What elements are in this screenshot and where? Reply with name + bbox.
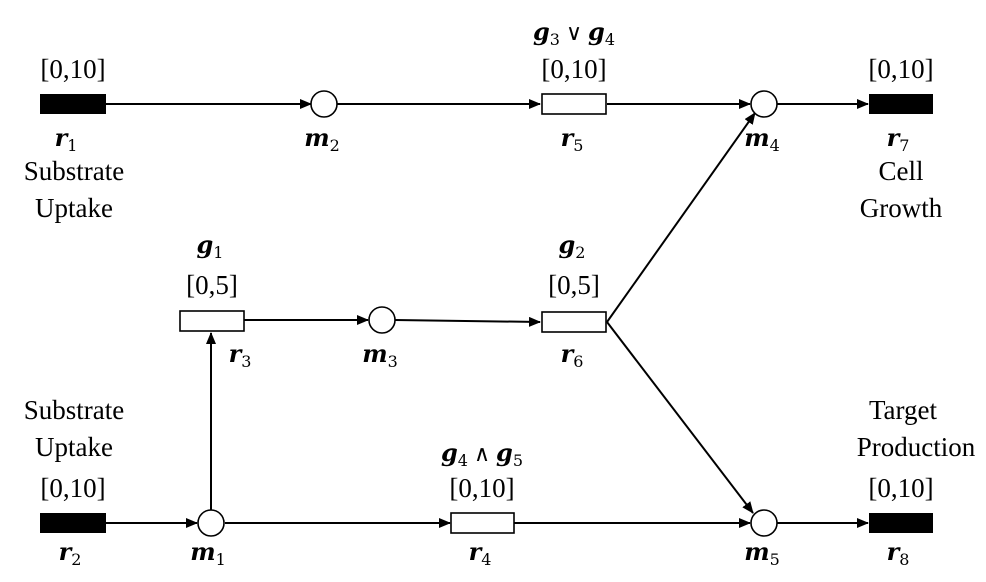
m2-label: m2	[304, 123, 340, 155]
r6-bound: [0,5]	[548, 270, 600, 300]
reaction-r7-node	[869, 94, 933, 114]
reaction-r6-node	[541, 311, 607, 333]
edge-r6-m4	[606, 112, 756, 323]
r4-bound: [0,10]	[449, 473, 514, 503]
r8-name-line-1: Target	[869, 395, 938, 425]
reaction-r2-node	[40, 513, 106, 533]
r5-gene-rule: g3∨g4	[533, 17, 615, 49]
metabolite-m1-node	[197, 509, 225, 537]
r1-name-line-2: Uptake	[35, 193, 113, 223]
metabolite-m4-node	[750, 90, 778, 118]
r2-name-line-2: Uptake	[35, 432, 113, 462]
r7-name-line-1: Cell	[879, 156, 924, 186]
r8-label: r8	[887, 537, 910, 569]
r5-bound: [0,10]	[541, 54, 606, 84]
reaction-r5-node	[541, 93, 607, 115]
edge-m3-r6	[394, 316, 541, 327]
r6-label: r6	[561, 339, 584, 371]
r6-gene-rule: g2	[559, 230, 586, 262]
r3-gene-rule: g1	[197, 230, 224, 262]
edge-r6-m5	[606, 321, 754, 514]
metabolite-m2-node	[310, 90, 338, 118]
r5-label: r5	[561, 123, 584, 155]
r4-gene-rule: g4∧g5	[441, 438, 523, 470]
r7-name-line-2: Growth	[860, 193, 943, 223]
r7-label: r7	[887, 123, 910, 155]
reaction-r8-node	[869, 513, 933, 533]
m1-label: m1	[190, 537, 226, 569]
r2-label: r2	[59, 537, 82, 569]
r2-bound: [0,10]	[40, 473, 105, 503]
r7-bound: [0,10]	[868, 54, 933, 84]
reaction-r3-node	[179, 310, 245, 332]
r1-name-line-1: Substrate	[24, 156, 125, 186]
r1-bound: [0,10]	[40, 54, 105, 84]
r8-name-line-2: Production	[857, 432, 976, 462]
m3-label: m3	[362, 339, 398, 371]
reaction-r4-node	[450, 512, 515, 534]
m5-label: m5	[744, 537, 780, 569]
r4-label: r4	[469, 537, 492, 569]
metabolite-m5-node	[750, 509, 778, 537]
m4-label: m4	[744, 123, 780, 155]
r8-bound: [0,10]	[868, 473, 933, 503]
r3-label: r3	[229, 339, 252, 371]
metabolite-m3-node	[368, 306, 396, 334]
r2-name-line-1: Substrate	[24, 395, 125, 425]
r1-label: r1	[55, 123, 78, 155]
edges	[105, 99, 869, 528]
reaction-r1-node	[40, 94, 106, 114]
r3-bound: [0,5]	[186, 270, 238, 300]
